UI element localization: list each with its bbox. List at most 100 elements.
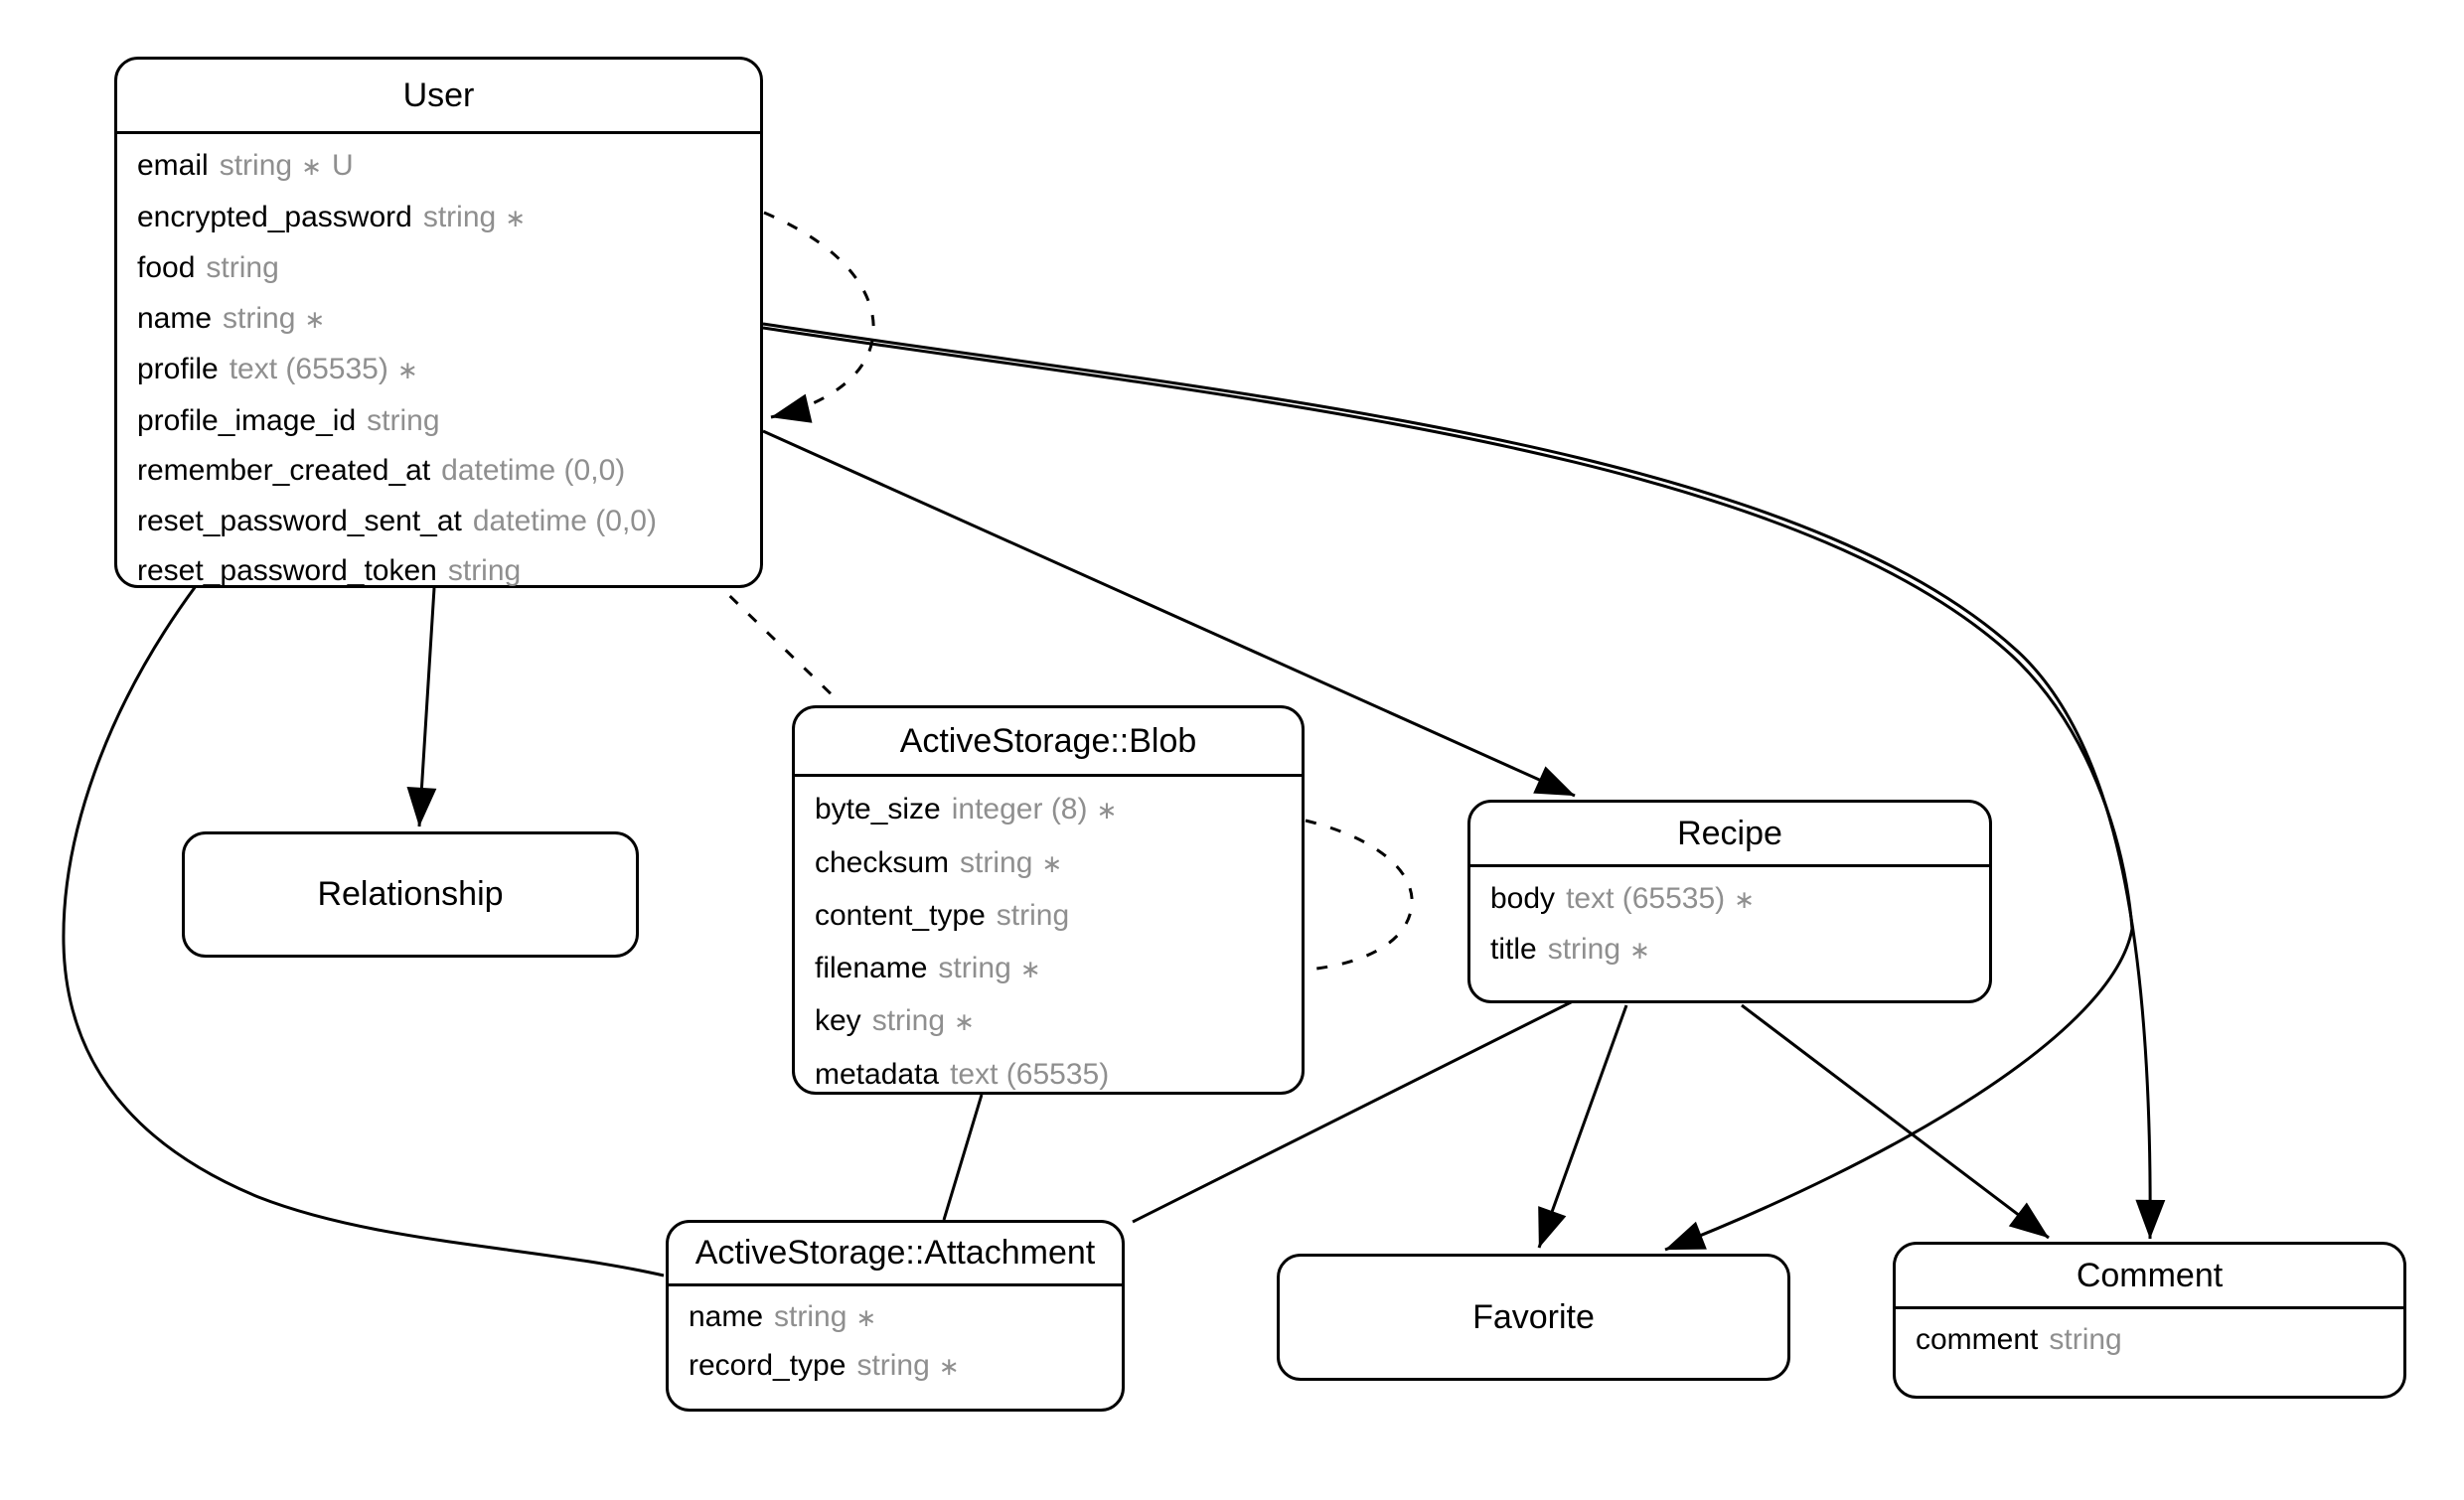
field-type: text (65535) [229, 353, 388, 385]
field-name: title [1490, 933, 1537, 966]
field-name: checksum [815, 845, 950, 879]
entity-comment: Comment comment string [1893, 1242, 2406, 1399]
entity-fields: body text (65535) ∗ title string ∗ [1470, 867, 1989, 975]
unique-marker: U [332, 149, 354, 182]
entity-fields: name string ∗ record_type string ∗ [669, 1286, 1122, 1391]
edge-recipe-to-attachment [1132, 999, 1574, 1224]
entity-header: ActiveStorage::Blob [795, 708, 1302, 777]
field-name: reset_password_token [137, 554, 437, 587]
field-row: name string ∗ [137, 294, 744, 346]
field-type: string [422, 200, 497, 233]
required-marker: ∗ [505, 204, 527, 232]
entity-title: Favorite [1472, 1297, 1595, 1336]
field-type: string [1547, 933, 1621, 966]
field-row: email string ∗ U [137, 141, 744, 193]
field-name: record_type [689, 1349, 847, 1382]
edge-blob-self-loop [1305, 819, 1414, 972]
required-marker: ∗ [938, 1353, 960, 1381]
edge-user-to-relationship [406, 587, 437, 827]
field-type: string [2049, 1323, 2122, 1356]
entity-header: Comment [1896, 1245, 2403, 1309]
field-name: comment [1916, 1323, 2039, 1356]
field-name: profile_image_id [137, 403, 357, 437]
entity-header: Favorite [1280, 1257, 1787, 1378]
entity-favorite: Favorite [1277, 1254, 1790, 1381]
field-name: food [137, 251, 196, 284]
field-name: reset_password_sent_at [137, 504, 462, 537]
entity-header: ActiveStorage::Attachment [669, 1223, 1122, 1286]
field-name: key [815, 1004, 861, 1037]
entity-relationship: Relationship [182, 831, 639, 958]
edge-recipe-to-favorite [1537, 1004, 1628, 1249]
field-row: byte_size integer (8) ∗ [815, 784, 1286, 837]
required-marker: ∗ [301, 153, 323, 181]
field-name: filename [815, 951, 928, 984]
field-type: text (65535) [950, 1057, 1110, 1091]
required-marker: ∗ [954, 1008, 975, 1036]
field-name: name [137, 301, 213, 335]
field-name: byte_size [815, 793, 941, 825]
field-type: text (65535) [1566, 882, 1726, 915]
field-type: string [447, 554, 522, 587]
field-row: key string ∗ [815, 995, 1286, 1049]
entity-header: User [117, 60, 760, 134]
required-marker: ∗ [1041, 849, 1063, 878]
field-row: remember_created_at datetime (0,0) [137, 446, 744, 497]
required-marker: ∗ [1019, 955, 1041, 983]
field-type: string [856, 1349, 930, 1382]
field-type: string [871, 1004, 946, 1037]
required-marker: ∗ [1629, 937, 1650, 965]
field-row: name string ∗ [689, 1293, 1106, 1342]
required-marker: ∗ [1096, 797, 1118, 825]
field-type: datetime (0,0) [441, 454, 626, 487]
field-name: encrypted_password [137, 200, 412, 233]
entity-header: Recipe [1470, 803, 1989, 867]
field-row: title string ∗ [1490, 925, 1973, 975]
field-name: name [689, 1300, 764, 1333]
entity-title: Comment [2076, 1256, 2224, 1294]
edge-user-to-favorite [762, 326, 2134, 1252]
field-type: string [774, 1300, 847, 1333]
field-row: comment string [1916, 1316, 2387, 1364]
field-row: content_type string [815, 890, 1286, 943]
field-row: encrypted_password string ∗ [137, 193, 744, 244]
entity-header: Relationship [185, 834, 636, 955]
field-name: content_type [815, 899, 986, 932]
field-row: body text (65535) ∗ [1490, 874, 1973, 925]
edge-user-to-blob [709, 576, 841, 703]
field-type: integer (8) [951, 793, 1088, 825]
entity-title: ActiveStorage::Blob [899, 721, 1197, 760]
entity-title: User [402, 75, 475, 114]
field-name: email [137, 149, 209, 182]
entity-title: Recipe [1677, 814, 1782, 852]
entity-fields: comment string [1896, 1309, 2403, 1364]
field-type: string [219, 149, 293, 182]
required-marker: ∗ [1734, 886, 1756, 914]
field-type: string [996, 899, 1070, 932]
edge-user-to-recipe [762, 429, 1576, 798]
field-name: metadata [815, 1057, 940, 1091]
field-type: string [206, 251, 279, 284]
field-type: string [223, 301, 296, 335]
field-name: remember_created_at [137, 454, 431, 487]
edge-blob-to-attachment [942, 1094, 984, 1221]
required-marker: ∗ [396, 357, 418, 384]
field-row: reset_password_token string [137, 546, 744, 597]
required-marker: ∗ [855, 1304, 877, 1332]
required-marker: ∗ [304, 305, 326, 334]
edge-user-to-attachment [62, 585, 665, 1277]
edge-recipe-to-comment [1741, 1003, 2050, 1240]
field-name: body [1490, 882, 1556, 915]
entity-recipe: Recipe body text (65535) ∗ title string ∗ [1467, 800, 1992, 1003]
field-row: food string [137, 243, 744, 294]
